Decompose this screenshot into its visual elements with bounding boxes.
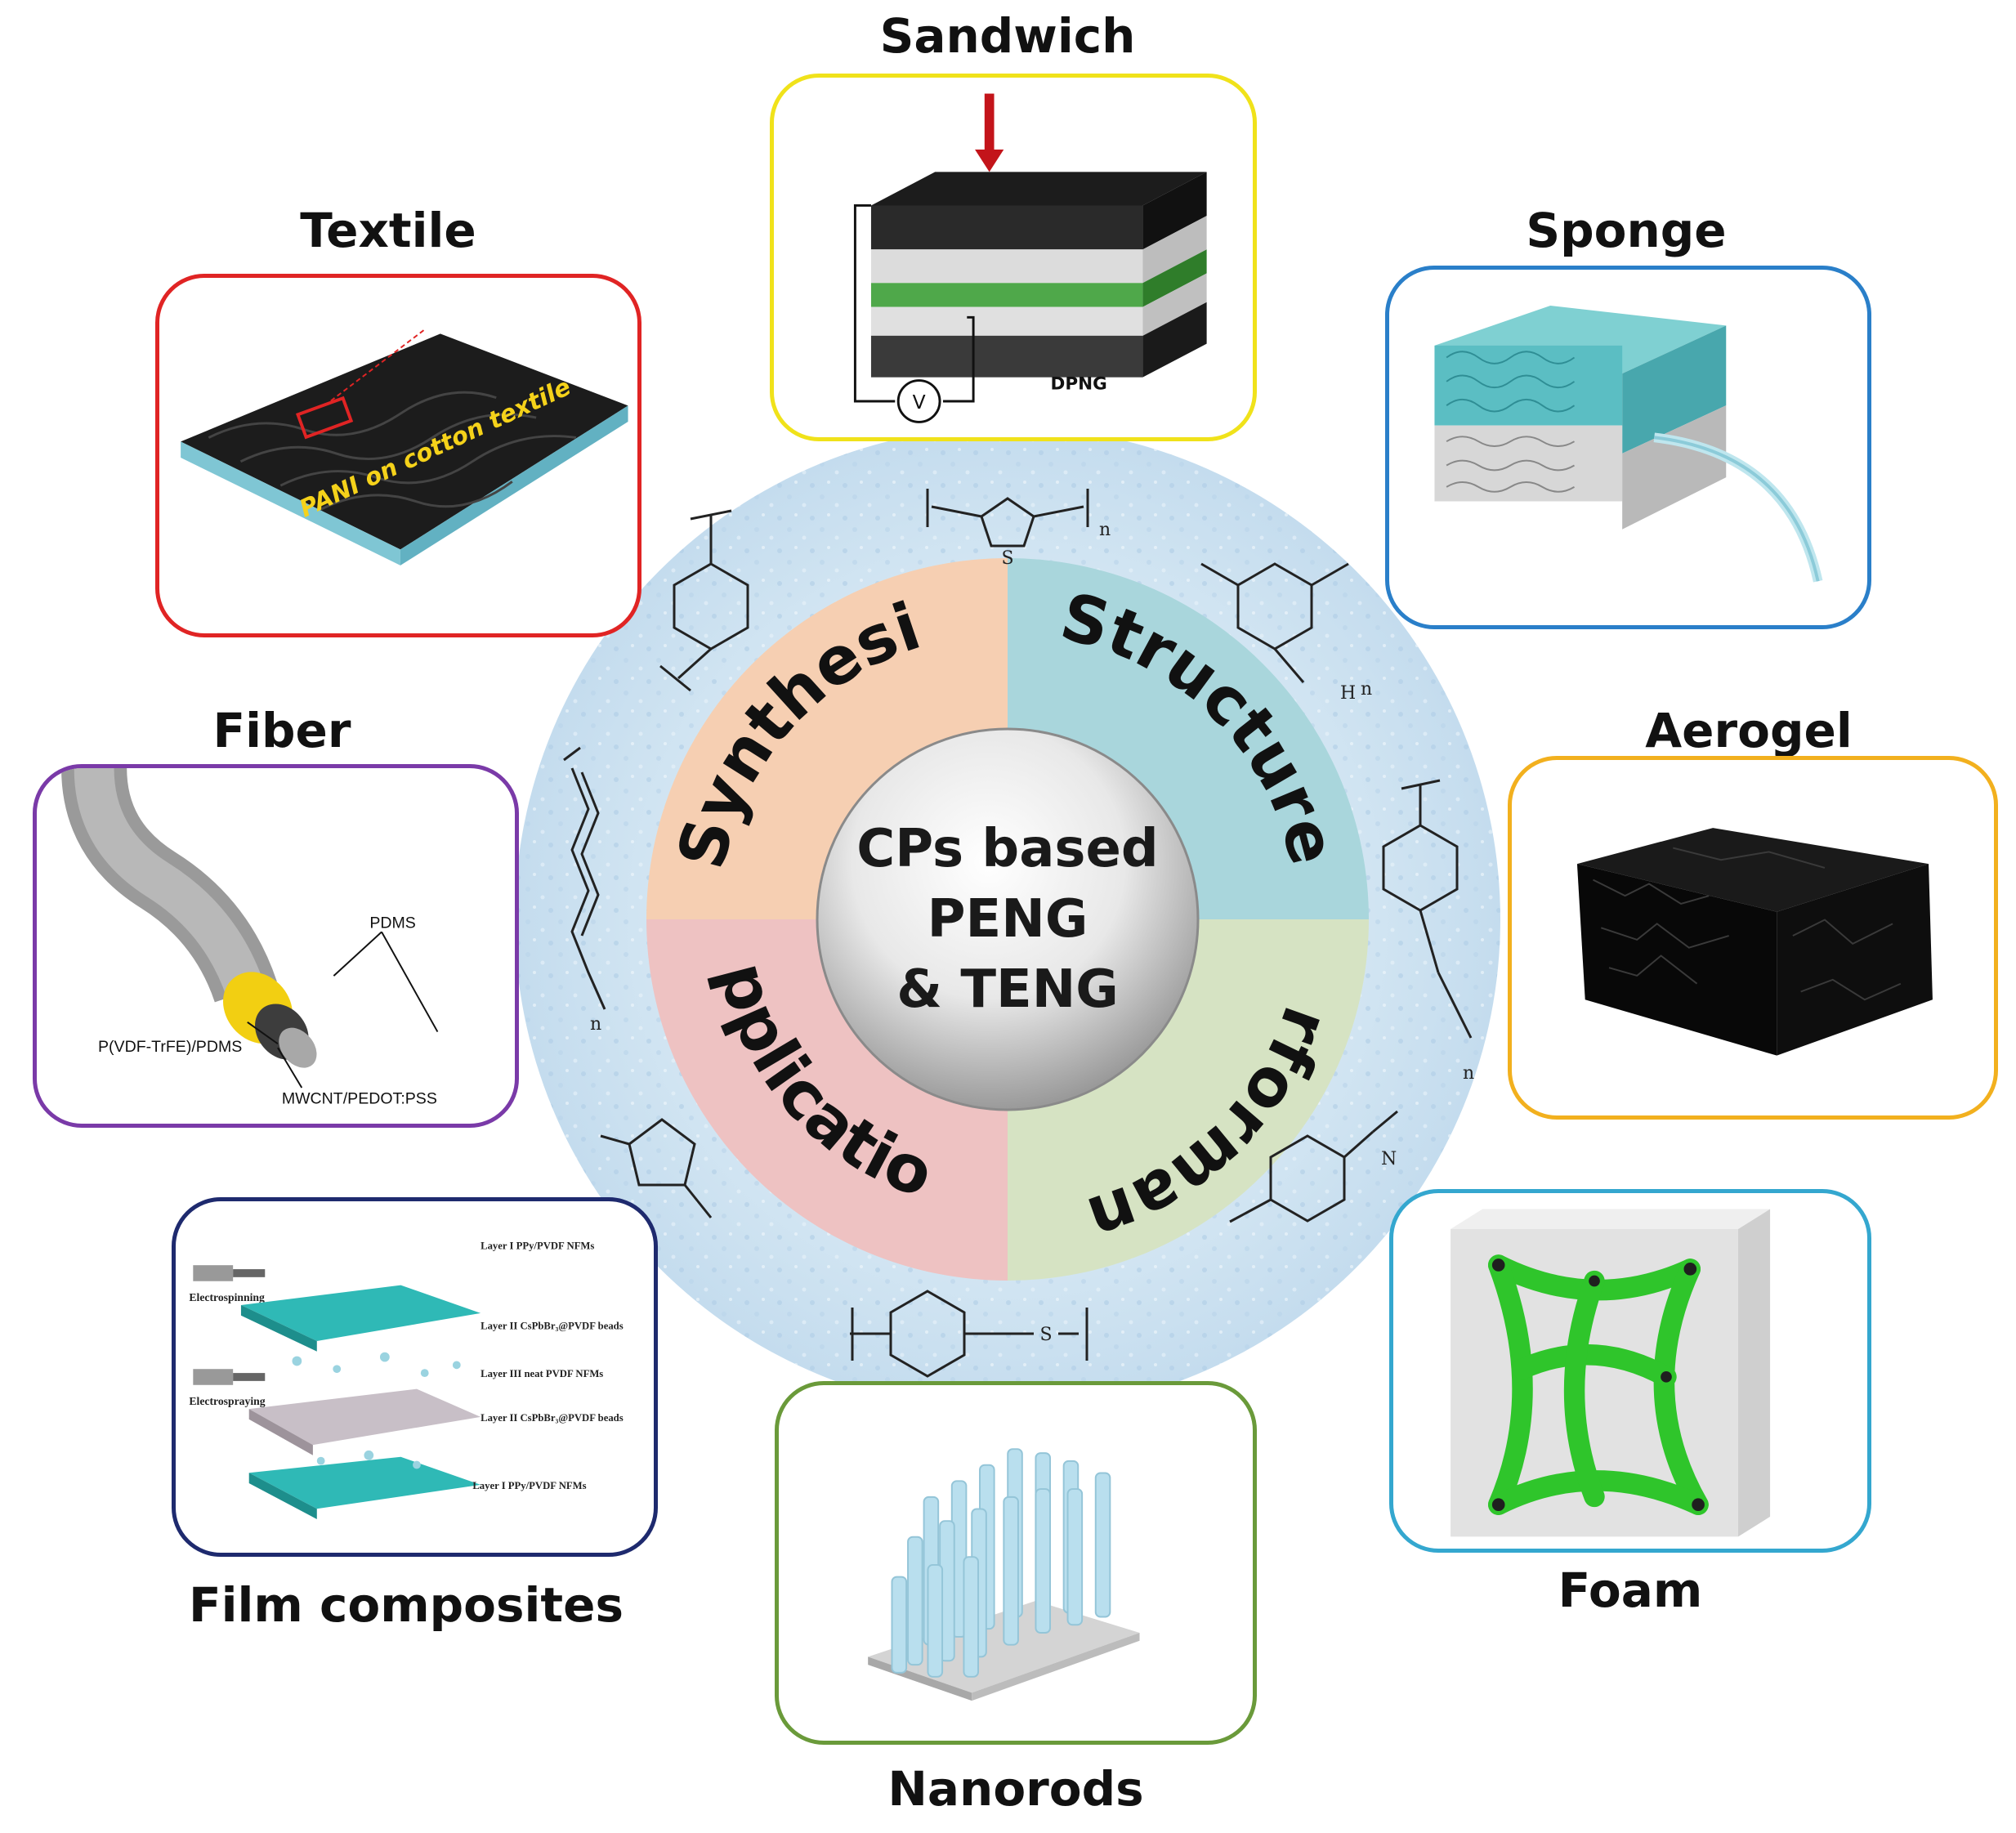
polymer-structure-polyacetylene-n: n xyxy=(590,1014,601,1035)
foam-title: Foam xyxy=(1558,1563,1703,1618)
foam-panel xyxy=(1389,1189,1871,1553)
voltmeter-label: V xyxy=(913,391,926,414)
sandwich-title: Sandwich xyxy=(879,8,1136,64)
polymer-structure-polyacetylene xyxy=(563,746,606,1010)
polymer-structure-pani-bottom xyxy=(1229,1110,1398,1223)
nanorods-panel xyxy=(775,1381,1257,1745)
fiber-illustration: PDMS P(VDF-TrFE)/PDMS MWCNT/PEDOT:PSS xyxy=(61,768,439,1108)
foam-illustration xyxy=(1451,1209,1771,1537)
fiber-panel: PDMS P(VDF-TrFE)/PDMS MWCNT/PEDOT:PSS xyxy=(33,764,519,1128)
film-label-layer1-bottom: Layer I PPy/PVDF NFMs xyxy=(472,1480,586,1491)
polymer-structure-pps-s: S xyxy=(1039,1325,1052,1345)
polymer-structure-thiophene-n: n xyxy=(1099,520,1111,540)
film-title: Film composites xyxy=(188,1577,624,1633)
sandwich-illustration: V DPNG xyxy=(853,93,1207,423)
polymer-structure-thiophene-s: S xyxy=(1001,548,1013,569)
aerogel-title: Aerogel xyxy=(1645,703,1853,758)
polymer-structure-pani-top-h: H xyxy=(1340,683,1356,704)
fiber-title: Fiber xyxy=(212,703,351,758)
sandwich-panel: V DPNG xyxy=(770,74,1257,441)
fiber-label-mwcnt: MWCNT/PEDOT:PSS xyxy=(282,1090,437,1108)
sponge-illustration xyxy=(1434,305,1823,583)
aerogel-panel xyxy=(1508,756,1998,1120)
nanorods-title: Nanorods xyxy=(887,1761,1144,1817)
film-panel: Electrospinning Electrospraying Layer I … xyxy=(172,1197,658,1557)
textile-title: Textile xyxy=(300,203,476,258)
polymer-structure-thiophene xyxy=(926,489,1089,548)
film-label-electrospraying: Electrospraying xyxy=(189,1395,265,1407)
polymer-structure-pani-top xyxy=(1200,562,1349,683)
film-label-layer2-top: Layer II CsPbBr₃@PVDF beads xyxy=(481,1320,624,1331)
textile-illustration: PANI on cotton textile xyxy=(181,329,628,566)
polymer-structure-ppv-n: n xyxy=(1463,1063,1474,1084)
sponge-panel xyxy=(1385,266,1871,629)
polymer-structure-pani-bottom-n: N xyxy=(1381,1149,1397,1169)
film-label-layer2-bottom: Layer II CsPbBr₃@PVDF beads xyxy=(481,1412,624,1424)
aerogel-illustration xyxy=(1576,828,1933,1056)
polymer-structure-ppp xyxy=(659,509,749,692)
sandwich-caption: DPNG xyxy=(1051,373,1107,394)
nanorod-array xyxy=(891,1448,1111,1678)
film-illustration: Electrospinning Electrospraying Layer I … xyxy=(189,1241,624,1519)
fiber-label-pvdf: P(VDF-TrFE)/PDMS xyxy=(98,1038,242,1056)
film-label-electrospinning: Electrospinning xyxy=(189,1291,265,1303)
center-label-line3: & TENG xyxy=(896,959,1119,1020)
center-label-line2: PENG xyxy=(927,889,1088,950)
polymer-structure-pyrrole xyxy=(600,1118,713,1218)
film-label-layer3: Layer III neat PVDF NFMs xyxy=(481,1368,603,1379)
center-label: CPs based PENG & TENG xyxy=(836,814,1179,1025)
polymer-structure-pani-top-n: n xyxy=(1361,679,1372,700)
polymer-structure-pps xyxy=(850,1290,1088,1378)
fiber-label-pdms: PDMS xyxy=(369,914,415,932)
center-label-line1: CPs based xyxy=(856,819,1159,879)
center-sphere xyxy=(816,727,1200,1111)
textile-panel: PANI on cotton textile xyxy=(155,274,641,637)
sponge-title: Sponge xyxy=(1526,203,1727,258)
nanorods-illustration xyxy=(868,1448,1140,1701)
film-label-layer1-top: Layer I PPy/PVDF NFMs xyxy=(481,1241,594,1252)
polymer-structure-ppv xyxy=(1382,779,1473,1039)
